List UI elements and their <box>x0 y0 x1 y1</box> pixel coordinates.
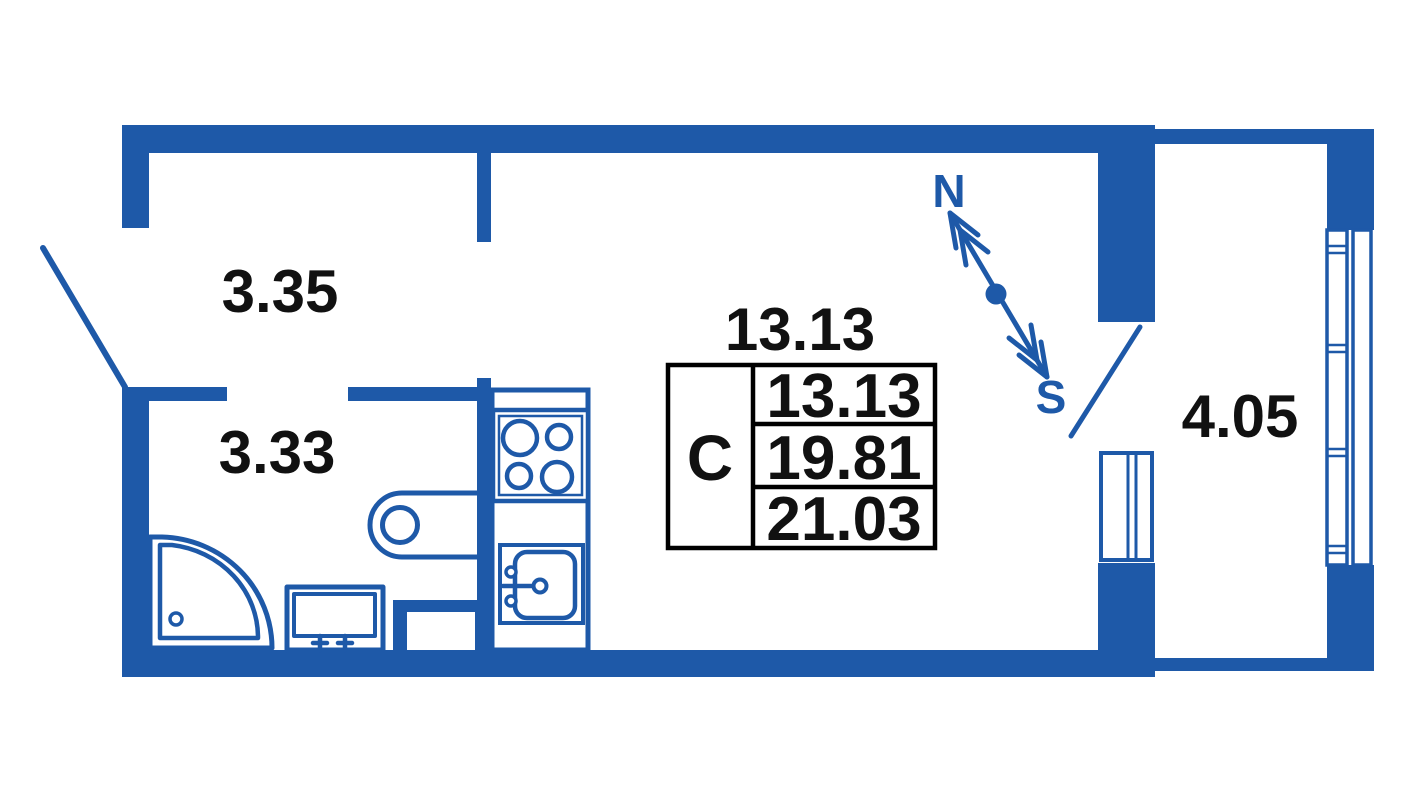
stove-burner-top-left <box>500 418 540 458</box>
room-labels: 3.35 3.33 13.13 4.05 <box>219 258 1299 486</box>
door-swings <box>40 245 1143 439</box>
stamp-type-letter: С <box>687 422 733 494</box>
wall-left-lower <box>122 387 149 677</box>
compass <box>947 210 1050 380</box>
balcony-window-mullion <box>1126 453 1138 560</box>
washing-machine-knob-left <box>310 633 330 653</box>
sink-tap-cold <box>504 594 518 608</box>
wall-right-upper <box>1098 125 1155 322</box>
balcony-wall-top <box>1155 129 1374 144</box>
balcony-glazing-inner-pane <box>1325 228 1349 567</box>
partition-bathroom-right <box>477 378 491 658</box>
partition-mid-left <box>122 387 227 401</box>
kitchen-fixtures <box>489 387 591 653</box>
stamp-value-row-2: 19.81 <box>766 424 921 493</box>
stamp-value-row-3: 21.03 <box>766 485 921 554</box>
compass-north-label: N <box>932 165 965 217</box>
wall-top <box>122 125 1155 153</box>
walls <box>122 125 1374 677</box>
stove-inner <box>497 414 584 497</box>
compass-labels: N S <box>932 165 1066 423</box>
balcony-area-label: 4.05 <box>1182 383 1299 450</box>
toilet-bowl <box>380 505 420 545</box>
balcony-corner-bottom-right <box>1327 565 1374 670</box>
compass-south-arrowhead <box>1016 339 1050 380</box>
partition-stub-hall <box>477 153 491 242</box>
compass-south-label: S <box>1036 371 1067 423</box>
washing-machine <box>284 584 386 653</box>
duct-shaft-niche <box>407 612 475 650</box>
compass-north-arrowhead <box>947 210 981 251</box>
shower-drain <box>168 611 184 627</box>
shower-tray <box>157 542 261 641</box>
compass-north-arrowhead-inner <box>957 227 991 268</box>
balcony-glazing-dividers <box>1327 244 1347 555</box>
bathroom-area-label: 3.33 <box>219 419 336 486</box>
compass-pivot-dot <box>985 283 1007 305</box>
hall-area-label: 3.35 <box>222 258 339 325</box>
sink-tap-hot <box>504 565 518 579</box>
stamp-text: С 13.13 19.81 21.03 <box>687 362 922 554</box>
washing-machine-knob-right <box>335 633 355 653</box>
wall-right-lower <box>1098 563 1155 677</box>
stove-burner-top-right <box>544 422 574 452</box>
sink-faucet-head <box>531 577 549 595</box>
balcony-glazing-outer-pane <box>1351 228 1373 567</box>
balcony-door-swing-line <box>1068 324 1143 439</box>
partition-mid-right <box>348 387 491 401</box>
bathroom-fixtures <box>147 490 480 653</box>
stamp-outer-border <box>665 362 938 551</box>
shower-enclosure <box>147 534 275 651</box>
stove-burner-bottom-right <box>539 459 575 495</box>
balcony-wall-bottom <box>1155 658 1374 671</box>
compass-south-arrowhead-inner <box>1006 322 1040 363</box>
wall-left-upper <box>122 125 149 228</box>
living-room-area-label: 13.13 <box>725 296 875 363</box>
washing-machine-lid <box>292 592 377 638</box>
stamp-value-row-1: 13.13 <box>766 362 921 431</box>
windows <box>1098 228 1373 567</box>
stove-burner-bottom-left <box>504 461 534 491</box>
wall-bottom <box>122 650 1155 677</box>
entrance-door-swing-line <box>40 245 128 390</box>
area-stamp <box>665 362 938 551</box>
balcony-corner-top-right <box>1327 129 1374 230</box>
